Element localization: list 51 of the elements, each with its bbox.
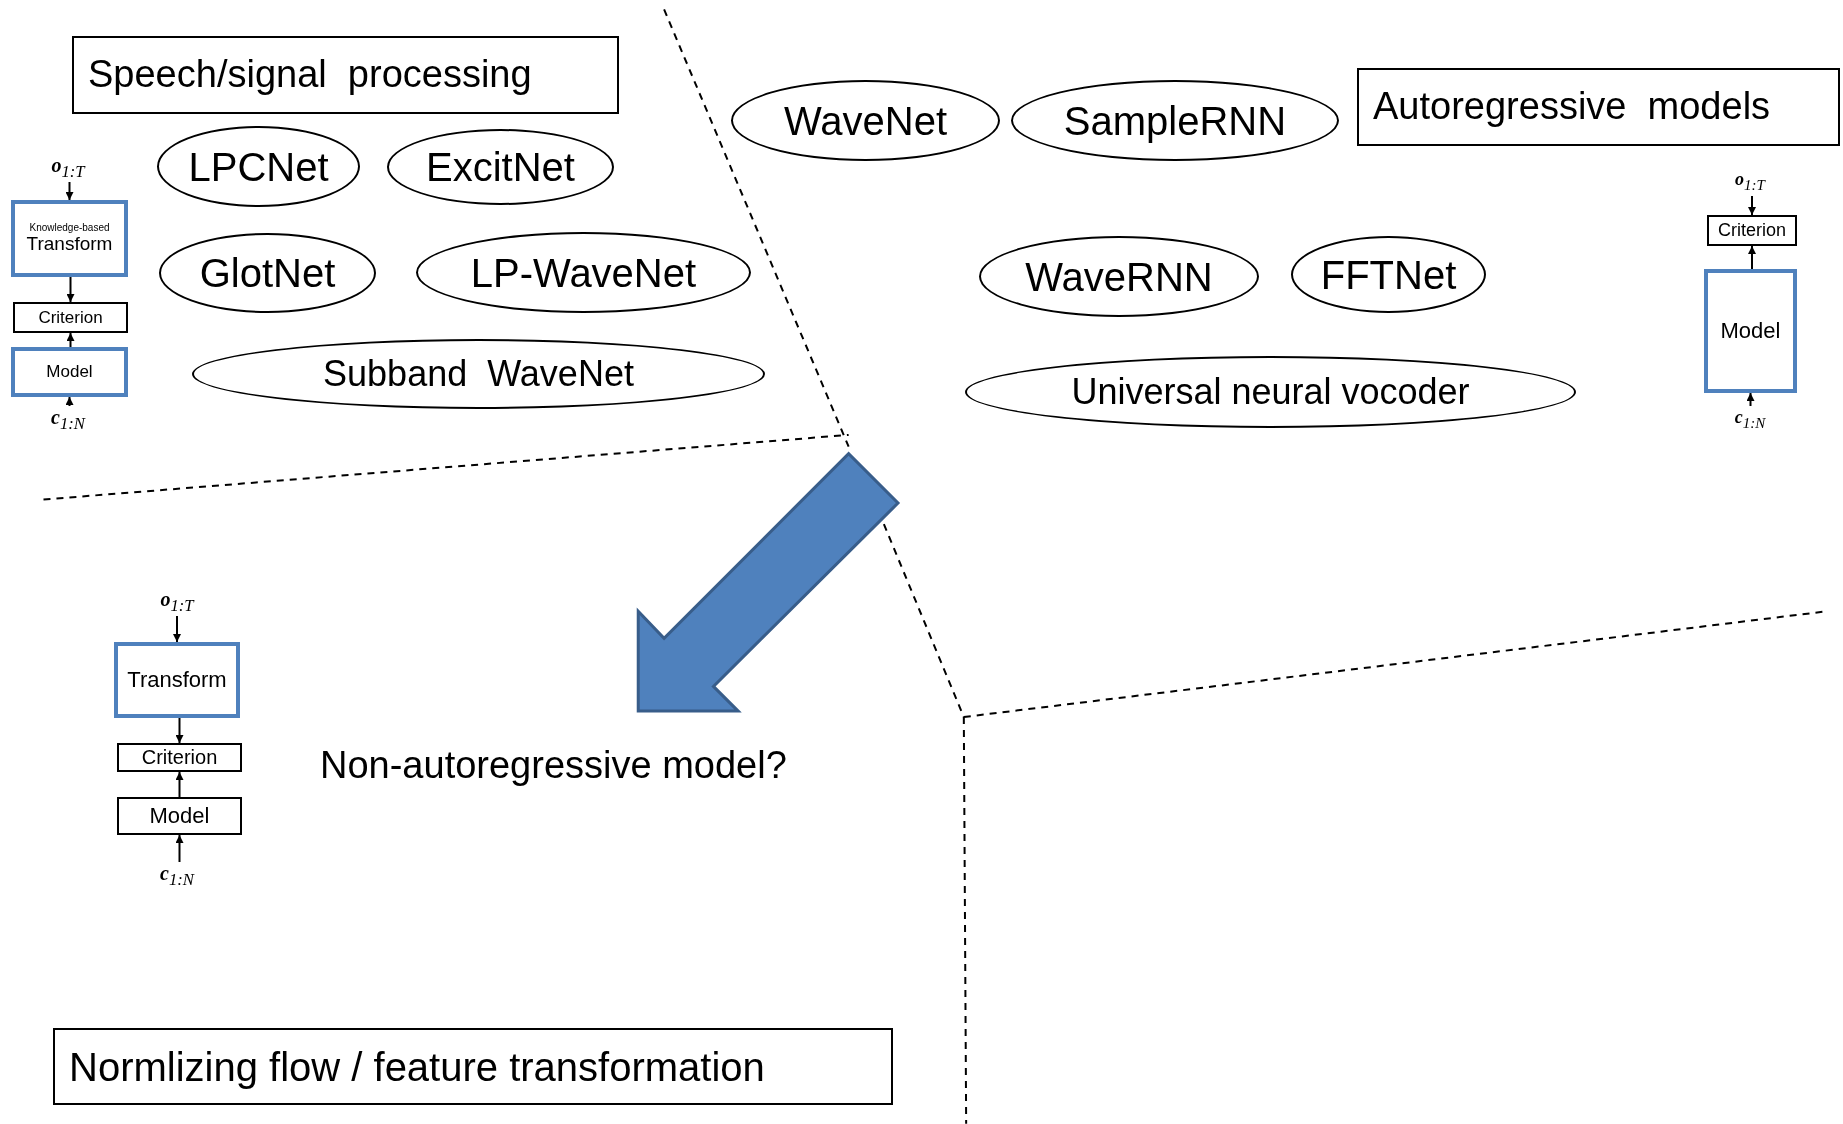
box-label: WaveRNN	[1025, 255, 1213, 298]
arrow	[66, 332, 75, 348]
process-box	[11, 200, 128, 277]
math-label: c$_{1:N}$	[51, 407, 85, 433]
box-label: FFTNet	[1320, 253, 1457, 296]
math-label: c$_{1:N}$	[160, 863, 194, 889]
math-label: c$_{1:N}$	[1734, 408, 1766, 432]
box-label: Subband WaveNet	[323, 355, 634, 393]
box-label: Criterion	[38, 308, 103, 327]
box-label: Model	[1720, 319, 1781, 343]
title-box	[53, 1028, 893, 1105]
criterion-box	[13, 302, 128, 333]
arrow	[175, 834, 184, 863]
box-label: Normlizing flow / feature transformation	[69, 1045, 765, 1088]
title-box	[1357, 68, 1840, 146]
math-label: o$_{1:T}$	[51, 155, 85, 181]
box-label: Transform	[127, 668, 227, 692]
arrow	[1748, 245, 1756, 270]
arrow	[66, 276, 75, 303]
math-label: o$_{1:T}$	[1735, 170, 1765, 194]
criterion-box	[117, 743, 242, 772]
arrow	[65, 396, 74, 407]
arrow	[1748, 195, 1756, 216]
criterion-box	[117, 797, 242, 835]
process-box	[114, 642, 240, 718]
process-box	[1704, 269, 1797, 393]
box-label: Universal neural vocoder	[1071, 373, 1470, 411]
criterion-box	[1707, 215, 1797, 246]
box-label: Model	[149, 804, 210, 828]
note-text: Non-autoregressive model?	[320, 744, 787, 787]
box-label: Criterion	[1718, 221, 1786, 240]
box-label: WaveNet	[784, 99, 947, 142]
box-label: Criterion	[141, 747, 218, 768]
box-label: ExcitNet	[426, 146, 575, 188]
box-label: Model	[46, 363, 93, 381]
box-label: Speech/signal processing	[88, 55, 532, 95]
arrow	[65, 181, 74, 201]
box-label: LPCNet	[188, 145, 329, 188]
box-label: Autoregressive models	[1373, 87, 1771, 127]
box-label: GlotNet	[199, 252, 336, 294]
process-box	[11, 347, 128, 397]
title-box	[72, 36, 619, 114]
box-subtitle: Knowledge-based	[29, 223, 110, 234]
box-label: SampleRNN	[1063, 99, 1287, 142]
box-label: Transform	[26, 233, 113, 254]
math-label: o$_{1:T}$	[160, 589, 194, 615]
arrow	[175, 717, 184, 744]
arrow	[1746, 392, 1755, 407]
arrow	[173, 615, 181, 643]
arrow	[175, 771, 184, 798]
box-label: LP-WaveNet	[470, 251, 697, 294]
